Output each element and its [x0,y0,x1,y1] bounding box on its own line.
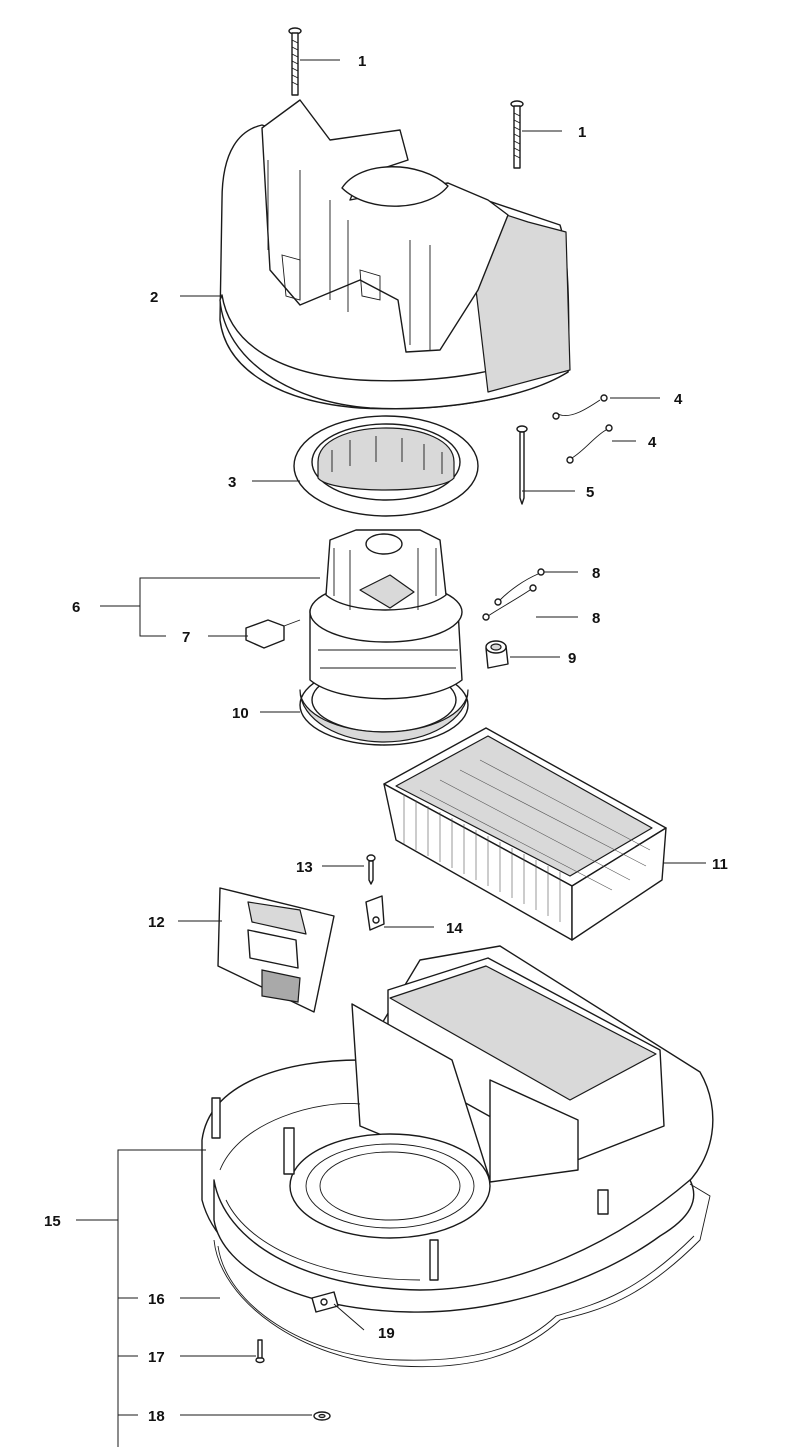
ring-part-3 [293,415,479,517]
washer-part-18 [313,1411,331,1421]
callout-13: 13 [296,859,313,876]
callout-2: 2 [150,289,158,306]
callout-19: 19 [378,1325,395,1342]
callout-17: 17 [148,1349,165,1366]
callout-15: 15 [44,1213,61,1230]
callout-12: 12 [148,914,165,931]
screw-part-1-right [510,100,524,169]
gasket-part-10 [299,689,469,743]
callout-8-upper: 8 [592,565,600,582]
lower-housing-part-15 [201,945,714,1313]
callout-11: 11 [712,856,728,873]
callout-4-lower: 4 [648,434,657,451]
callout-1-right: 1 [578,124,586,141]
callout-9: 9 [568,650,576,667]
callout-3: 3 [228,474,236,491]
callout-16: 16 [148,1291,165,1308]
callout-1-top: 1 [358,53,366,70]
cable-part-4-lower [566,424,613,464]
filter-part-11 [383,727,667,941]
terminal-part-7 [245,619,301,649]
callout-4-upper: 4 [674,391,683,408]
callout-labels: 1 1 2 3 4 4 5 6 7 8 8 9 10 11 12 13 14 1… [44,53,728,1425]
leader-lines [76,59,706,1447]
callout-14: 14 [446,920,463,937]
cable-part-4-upper [552,394,608,420]
circuit-board-part-12 [217,887,335,1013]
bracket-part-14 [365,895,385,931]
motor-assembly-part-6 [299,529,469,746]
callout-8-lower: 8 [592,610,600,627]
clip-part-19 [311,1291,339,1313]
screw-part-17 [255,1339,265,1364]
callout-18: 18 [148,1408,165,1425]
callout-10: 10 [232,705,249,722]
callout-7: 7 [182,629,190,646]
screw-part-1-left [288,27,302,96]
screw-part-5 [516,425,528,505]
motor-housing-cover-part-2 [219,99,571,410]
callout-5: 5 [586,484,594,501]
grommet-part-9 [485,640,509,669]
cable-part-8-upper [494,568,545,606]
cable-part-8-lower [482,584,537,621]
screw-part-13 [366,854,376,885]
callout-6: 6 [72,599,80,616]
seal-part-16 [213,1183,711,1368]
